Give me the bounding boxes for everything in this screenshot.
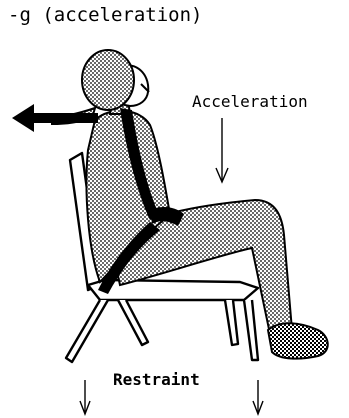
g-force-arrow <box>12 104 98 132</box>
restraint-label: Restraint <box>113 370 200 389</box>
chair-leg-front-left <box>66 300 108 362</box>
chair-leg-back <box>118 300 148 345</box>
acceleration-arrow <box>216 118 228 182</box>
chair-leg-front-right <box>244 300 258 360</box>
person-shoe <box>268 323 328 358</box>
person-hair <box>82 50 134 110</box>
diagram-title: -g (acceleration) <box>8 4 202 26</box>
acceleration-label: Acceleration <box>192 92 308 111</box>
chair-leg-back-right <box>225 300 238 345</box>
